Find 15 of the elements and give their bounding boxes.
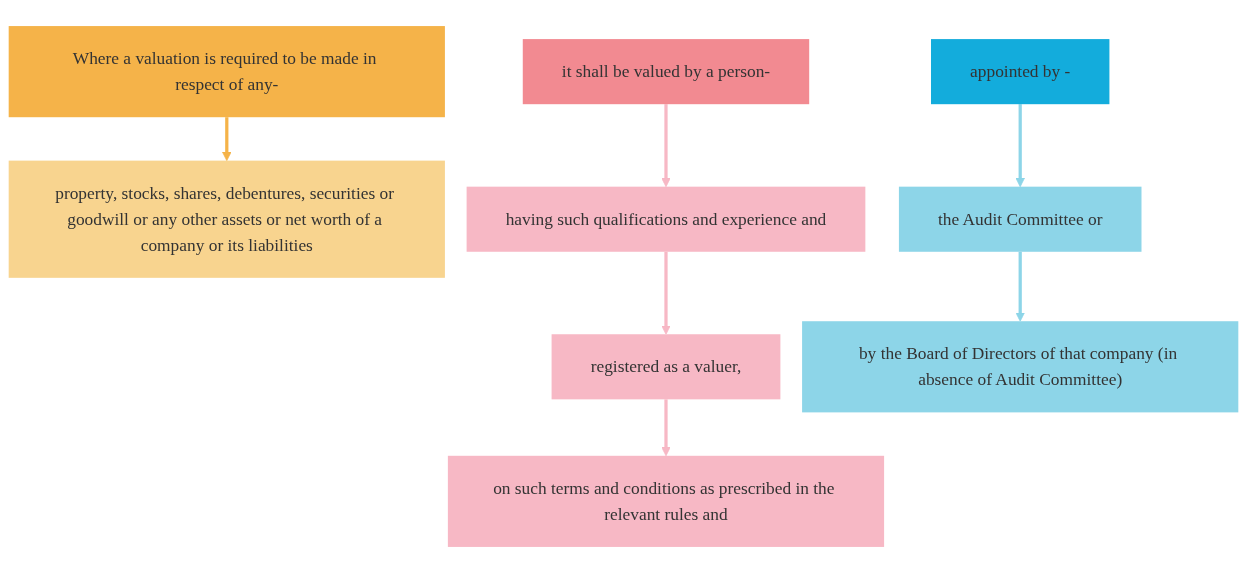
- node-box: by the Board of Directors of that company (in absence of Audit Committee): [802, 321, 1239, 413]
- arrow: [661, 399, 671, 457]
- node-box: appointed by -: [931, 39, 1110, 105]
- arrow: [222, 117, 232, 162]
- node-box: it shall be valued by a person-: [522, 39, 810, 105]
- node-box: having such qualifications and experience and: [466, 186, 866, 252]
- node-box: Where a valuation is required to be made in respect of any-: [8, 26, 445, 118]
- node-box: registered as a valuer,: [551, 334, 781, 400]
- node-box: on such terms and conditions as prescribed in the relevant rules and: [447, 455, 885, 547]
- node-box: the Audit Committee or: [898, 186, 1142, 252]
- node-box: property, stocks, shares, debentures, securities or goodwill or any other assets or net worth of a company or its liabilities: [8, 160, 445, 278]
- arrow: [661, 251, 671, 335]
- arrow: [1015, 251, 1025, 322]
- arrow: [1015, 104, 1025, 188]
- arrow: [661, 104, 671, 188]
